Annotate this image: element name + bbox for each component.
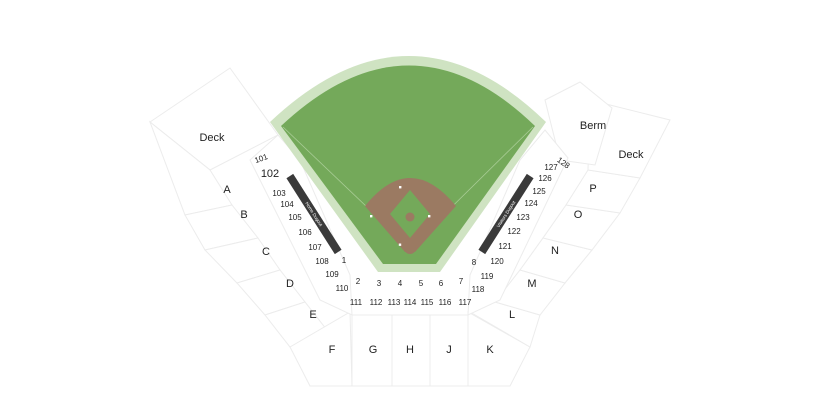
section-label-K[interactable]: K — [486, 344, 494, 356]
section-label-119[interactable]: 119 — [481, 272, 494, 281]
section-label-118[interactable]: 118 — [472, 285, 485, 294]
section-label-111[interactable]: 111 — [350, 298, 363, 307]
outfield-grass — [281, 65, 535, 264]
section-label-123[interactable]: 123 — [516, 213, 530, 222]
section-label-104[interactable]: 104 — [280, 200, 294, 209]
section-label-L[interactable]: L — [509, 309, 515, 321]
section-label-B[interactable]: B — [240, 209, 247, 221]
section-label-126[interactable]: 126 — [538, 174, 552, 183]
home-plate — [398, 243, 402, 246]
section-label-107[interactable]: 107 — [308, 243, 322, 252]
section-label-125[interactable]: 125 — [532, 187, 546, 196]
third-base — [370, 215, 373, 218]
section-label-127[interactable]: 127 — [544, 163, 558, 172]
section-label-120[interactable]: 120 — [490, 257, 504, 266]
home-plate-area — [404, 242, 416, 254]
section-label-121[interactable]: 121 — [498, 242, 512, 251]
section-label-M[interactable]: M — [527, 278, 536, 290]
section-outlines — [148, 67, 671, 387]
section-label-110[interactable]: 110 — [336, 284, 349, 293]
deck-left-label: Deck — [199, 132, 225, 144]
section-label-6[interactable]: 6 — [439, 279, 444, 288]
section-label-117[interactable]: 117 — [459, 298, 472, 307]
section-label-101[interactable]: 101 — [253, 152, 269, 165]
first-base — [428, 215, 431, 218]
section-label-102[interactable]: 102 — [261, 168, 279, 180]
section-label-F[interactable]: F — [329, 344, 336, 356]
section-label-103[interactable]: 103 — [272, 189, 286, 198]
section-label-7[interactable]: 7 — [459, 277, 464, 286]
section-label-5[interactable]: 5 — [419, 279, 424, 288]
section-label-105[interactable]: 105 — [288, 213, 302, 222]
section-label-N[interactable]: N — [551, 245, 559, 257]
section-label-H[interactable]: H — [406, 344, 414, 356]
section-label-124[interactable]: 124 — [524, 199, 538, 208]
section-label-J[interactable]: J — [446, 344, 452, 356]
section-label-112[interactable]: 112 — [370, 298, 383, 307]
section-label-109[interactable]: 109 — [325, 270, 339, 279]
section-label-116[interactable]: 116 — [439, 298, 452, 307]
section-label-108[interactable]: 108 — [315, 257, 329, 266]
section-label-2[interactable]: 2 — [356, 277, 361, 286]
section-label-8[interactable]: 8 — [472, 258, 477, 267]
lower-bowl-right[interactable] — [467, 129, 569, 316]
pitchers-mound — [405, 212, 415, 222]
section-label-3[interactable]: 3 — [377, 279, 382, 288]
section-label-D[interactable]: D — [286, 278, 294, 290]
section-label-1[interactable]: 1 — [342, 256, 347, 265]
baseball-field — [270, 56, 546, 272]
section-label-P[interactable]: P — [589, 183, 596, 195]
section-label-122[interactable]: 122 — [507, 227, 521, 236]
section-label-O[interactable]: O — [574, 209, 583, 221]
section-label-4[interactable]: 4 — [398, 279, 403, 288]
section-label-114[interactable]: 114 — [404, 298, 417, 307]
deck-right-label: Deck — [618, 149, 644, 161]
section-label-A[interactable]: A — [223, 184, 231, 196]
berm-label: Berm — [580, 120, 606, 132]
section-label-113[interactable]: 113 — [388, 298, 401, 307]
section-label-106[interactable]: 106 — [298, 228, 312, 237]
second-base — [399, 186, 402, 189]
section-label-115[interactable]: 115 — [421, 298, 434, 307]
section-label-E[interactable]: E — [309, 309, 316, 321]
section-label-G[interactable]: G — [369, 344, 378, 356]
section-label-C[interactable]: C — [262, 246, 270, 258]
